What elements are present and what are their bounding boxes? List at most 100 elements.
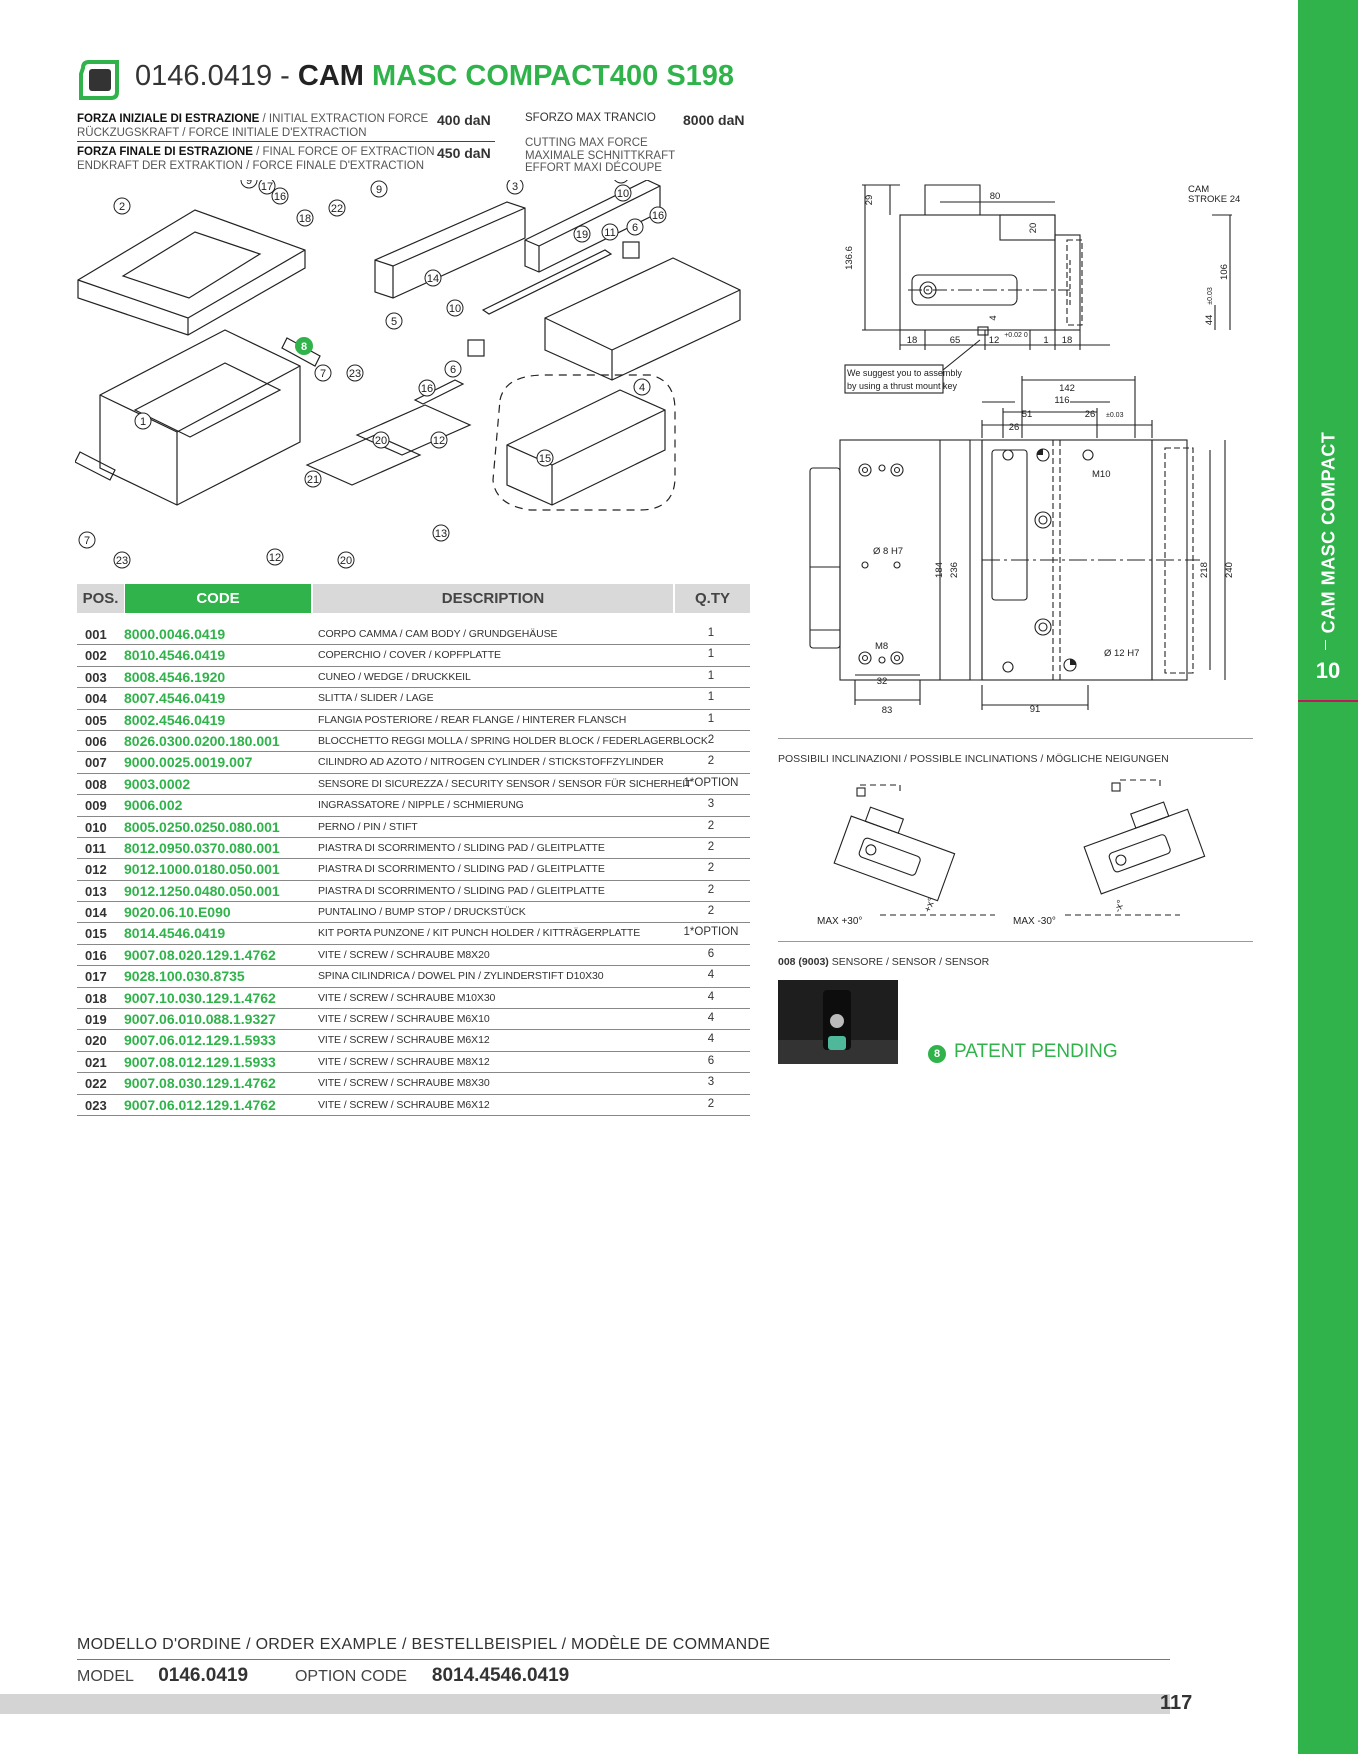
patent-pending-text: PATENT PENDING [954,1041,1118,1062]
row-code: 8026.0300.0200.180.001 [124,732,280,749]
balloon-6: 6 [632,222,638,234]
col-code-header: CODE [125,584,311,613]
balloon-12b: 12 [269,552,281,564]
row-description: VITE / SCREW / SCHRAUBE M8X30 [318,1077,490,1090]
row-pos: 018 [85,990,107,1006]
row-code: 8008.4546.1920 [124,668,226,685]
balloon-17: 17 [261,181,273,193]
dim-18a: 18 [907,335,918,346]
row-pos: 005 [85,712,107,728]
cutting-label-line2: CUTTING MAX FORCE [525,137,648,149]
dim-142: 142 [1059,383,1075,394]
balloon-21: 21 [307,474,319,486]
row-qty: 2 [707,883,715,896]
row-code: 9020.06.10.E090 [124,904,231,921]
balloon-14: 14 [615,180,627,182]
row-code: 8014.4546.0419 [124,925,226,942]
row-code: 9012.1000.0180.050.001 [124,861,280,878]
row-pos: 013 [85,883,107,899]
title-cam: CAM [297,60,372,92]
order-title-rest: / ORDER EXAMPLE / BESTELLBEISPIEL / MODÈ… [241,1636,771,1653]
balloon-5: 5 [391,316,397,328]
balloon-1: 1 [140,416,146,428]
balloon-9b: 9 [376,184,382,196]
balloon-6b: 6 [450,364,456,376]
balloon-16c: 16 [421,383,433,395]
dim-12: 12 [989,335,1000,346]
spec-divider [77,141,495,142]
page-number: 117 [1160,1692,1193,1714]
order-example-row: MODEL 0146.0419 OPTION CODE 8014.4546.04… [77,1665,569,1687]
row-qty: 4 [707,969,715,982]
dim-136-6: 136.6 [844,246,855,270]
row-description: INGRASSATORE / NIPPLE / SCHMIERUNG [318,799,524,812]
m8-label: M8 [875,641,888,652]
balloon-9: 9 [246,180,252,187]
row-pos: 008 [85,776,107,792]
balloon-3: 3 [512,181,518,193]
option-code-value: 8014.4546.0419 [431,1665,570,1686]
balloon-7b: 7 [84,535,90,547]
footer-bar [0,1694,1170,1714]
row-description: CORPO CAMMA / CAM BODY / GRUNDGEHÄUSE [318,628,558,640]
balloon-16: 16 [274,191,286,203]
balloon-11: 11 [604,227,615,239]
balloon-18: 18 [299,213,311,225]
inclinations-drawing: MAX +30° MAX -30° +x° -x° [817,779,1206,927]
side-tab-number: 10 [1315,658,1341,683]
cutting-force-value: 8000 daN [683,112,745,128]
row-qty: 1 [707,712,715,725]
row-pos: 007 [85,755,107,771]
dim-184: 184 [934,562,945,578]
col-qty-header: Q.TY [675,584,750,613]
max-plus-30-label: MAX +30° [817,916,862,927]
row-qty: 1 [707,669,715,682]
row-pos: 022 [85,1076,107,1092]
final-force-label: FORZA FINALE DI ESTRAZIONE / FINAL FORCE… [77,145,435,173]
dim-83: 83 [882,705,893,716]
row-qty: 4 [707,990,715,1003]
row-code: 9007.08.012.129.1.5933 [124,1053,276,1070]
minus-x-angle-label: -x° [1112,899,1127,914]
cutting-force-label: SFORZO MAX TRANCIO CUTTING MAX FORCE MAX… [525,112,675,175]
balloon-10: 10 [617,188,629,200]
brand-logo-icon [79,60,119,100]
row-qty: 1 [707,691,715,704]
dim-106: 106 [1219,264,1230,280]
dim-18b: 18 [1062,335,1073,346]
row-description: SENSORE DI SICUREZZA / SECURITY SENSOR /… [318,777,692,790]
balloon-23: 23 [349,368,361,380]
assembly-note-line2: by using a thrust mount key [847,381,958,391]
row-description: VITE / SCREW / SCHRAUBE M6X10 [318,1013,490,1026]
row-qty: 2 [707,819,715,832]
hole-12h7-label: Ø 12 H7 [1104,648,1139,659]
row-pos: 019 [85,1012,107,1028]
title-separator: - [272,60,298,92]
row-code: 8002.4546.0419 [124,711,226,728]
row-qty: 2 [707,1097,715,1110]
sensor-photo [778,980,898,1064]
row-qty: 1*OPTION [683,926,739,939]
section-divider-2 [778,941,1253,942]
col-pos-header: POS. [77,584,124,613]
row-pos: 006 [85,733,107,749]
row-pos: 012 [85,862,107,878]
dim-32: 32 [877,676,888,687]
dim-91: 91 [1030,704,1041,715]
initial-force-label-rest: / INITIAL EXTRACTION FORCE [259,113,429,125]
dim-20: 20 [1028,223,1039,234]
dim-26a: 26 [1009,422,1020,433]
row-description: CILINDRO AD AZOTO / NITROGEN CYLINDER / … [318,756,664,769]
exploded-view-drawing: 2 9 17 16 18 22 9 3 14 10 16 6 19 11 14 … [75,180,741,569]
row-description: PERNO / PIN / STIFT [318,820,418,833]
balloon-15: 15 [539,453,551,465]
